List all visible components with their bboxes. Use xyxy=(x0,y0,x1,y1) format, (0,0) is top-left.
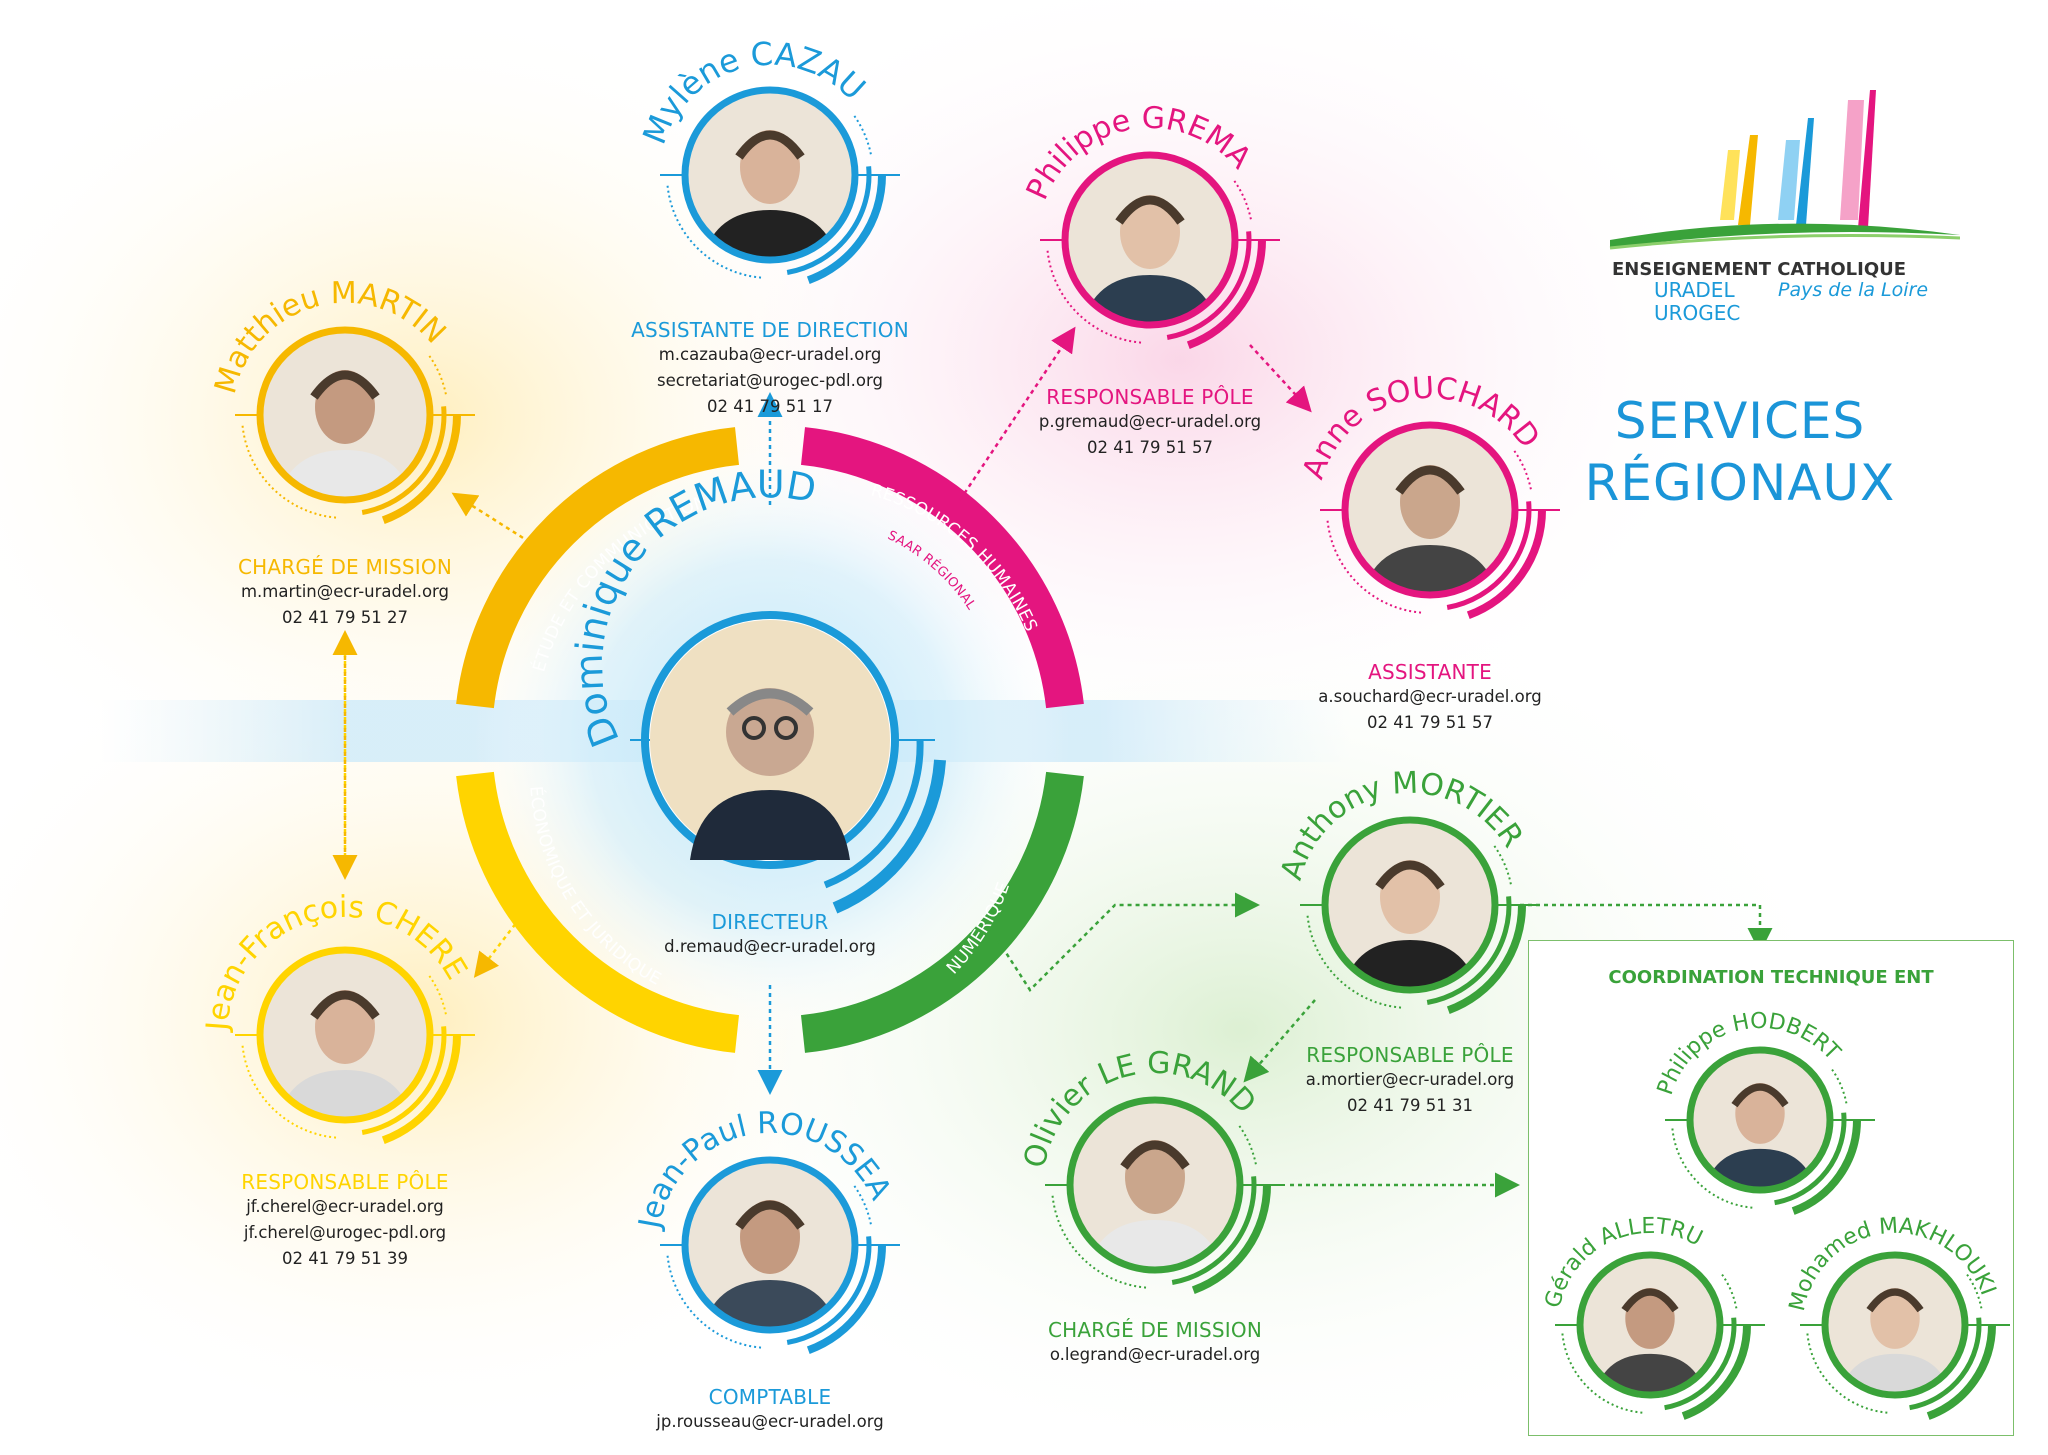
portrait-martin: Matthieu MARTIN xyxy=(208,276,475,525)
portrait-remaud xyxy=(690,688,850,860)
arc-label-numerique: NUMÉRIQUE xyxy=(943,880,1014,979)
role-title-legrand: CHARGÉ DE MISSION xyxy=(1047,1318,1262,1342)
email-cazauba: secretariat@urogec-pdl.org xyxy=(657,371,883,390)
email-rousseau: jp.rousseau@ecr-uradel.org xyxy=(656,1412,884,1431)
role-cazauba: ASSISTANTE DE DIRECTION m.cazauba@ecr-ura… xyxy=(610,318,930,420)
role-rousseau: COMPTABLE jp.rousseau@ecr-uradel.org xyxy=(610,1385,930,1435)
role-mortier: RESPONSABLE PÔLE a.mortier@ecr-uradel.org… xyxy=(1250,1043,1570,1119)
phone-martin: 02 41 79 51 27 xyxy=(282,608,408,627)
svg-text:URADEL: URADEL xyxy=(1654,278,1735,302)
email-souchard: a.souchard@ecr-uradel.org xyxy=(1318,687,1542,706)
logo-enseignement-catholique: ENSEIGNEMENT CATHOLIQUE URADEL UROGEC Pa… xyxy=(1600,70,1961,330)
portrait-gremaud: Philippe GREMAUD xyxy=(993,68,1280,350)
phone-mortier: 02 41 79 51 31 xyxy=(1347,1096,1473,1115)
email-cherel: jf.cherel@urogec-pdl.org xyxy=(243,1223,447,1242)
role-souchard: ASSISTANTE a.souchard@ecr-uradel.org 02 41… xyxy=(1270,660,1590,736)
phone-cherel: 02 41 79 51 39 xyxy=(282,1249,408,1268)
portrait-mortier: Anthony MORTIER xyxy=(1274,766,1540,1015)
portrait-hodbert: Philippe HODBERT xyxy=(1653,1009,1875,1215)
role-gremaud: RESPONSABLE PÔLE p.gremaud@ecr-uradel.org… xyxy=(990,385,1310,461)
page-title-line1: SERVICES xyxy=(1614,392,1866,450)
role-cherel: RESPONSABLE PÔLE jf.cherel@ecr-uradel.org… xyxy=(185,1170,505,1272)
email-gremaud: p.gremaud@ecr-uradel.org xyxy=(1038,412,1262,431)
portrait-makhlouki: Mohamed MAKHLOUKI xyxy=(1785,1214,2010,1420)
role-title-souchard: ASSISTANTE xyxy=(1368,660,1492,684)
portrait-rousseau: Jean-Paul ROUSSEAU xyxy=(614,1073,900,1355)
role-title-mortier: RESPONSABLE PÔLE xyxy=(1306,1043,1514,1067)
ent-box-title: COORDINATION TECHNIQUE ENT xyxy=(1608,967,1934,988)
role-legrand: CHARGÉ DE MISSION o.legrand@ecr-uradel.or… xyxy=(995,1318,1315,1368)
portrait-alletru: Gérald ALLETRU xyxy=(1541,1214,1765,1420)
email-cazauba: m.cazauba@ecr-uradel.org xyxy=(658,345,882,364)
role-title-martin: CHARGÉ DE MISSION xyxy=(237,555,452,579)
phone-souchard: 02 41 79 51 57 xyxy=(1367,713,1493,732)
role-title-rousseau: COMPTABLE xyxy=(708,1385,832,1409)
role-title-cazauba: ASSISTANTE DE DIRECTION xyxy=(631,318,909,342)
email-cherel: jf.cherel@ecr-uradel.org xyxy=(246,1197,444,1216)
phone-cazauba: 02 41 79 51 17 xyxy=(707,397,833,416)
email-martin: m.martin@ecr-uradel.org xyxy=(240,582,450,601)
phone-gremaud: 02 41 79 51 57 xyxy=(1087,438,1213,457)
portrait-legrand: Olivier LE GRAND xyxy=(1017,1046,1285,1295)
page-title-line2: RÉGIONAUX xyxy=(1584,454,1896,512)
svg-text:Pays de la Loire: Pays de la Loire xyxy=(1778,279,1928,301)
page-title: SERVICES RÉGIONAUX xyxy=(1560,390,1920,514)
email-mortier: a.mortier@ecr-uradel.org xyxy=(1305,1070,1515,1089)
role-title-cherel: RESPONSABLE PÔLE xyxy=(241,1170,449,1194)
logo-mark: ENSEIGNEMENT CATHOLIQUE URADEL UROGEC Pa… xyxy=(1609,90,1961,325)
portrait-cherel: Jean-François CHEREL xyxy=(192,863,475,1145)
role-martin: CHARGÉ DE MISSION m.martin@ecr-uradel.org… xyxy=(185,555,505,631)
portrait-cazauba: Mylène CAZAUBA xyxy=(614,0,900,285)
role-remaud: DIRECTEUR d.remaud@ecr-uradel.org xyxy=(664,910,876,956)
svg-text:UROGEC: UROGEC xyxy=(1654,301,1740,325)
portrait-souchard: Anne SOUCHARD xyxy=(1296,371,1560,620)
svg-text:ENSEIGNEMENT CATHOLIQUE: ENSEIGNEMENT CATHOLIQUE xyxy=(1612,259,1906,280)
email-legrand: o.legrand@ecr-uradel.org xyxy=(1049,1345,1261,1364)
role-title-gremaud: RESPONSABLE PÔLE xyxy=(1046,385,1254,409)
